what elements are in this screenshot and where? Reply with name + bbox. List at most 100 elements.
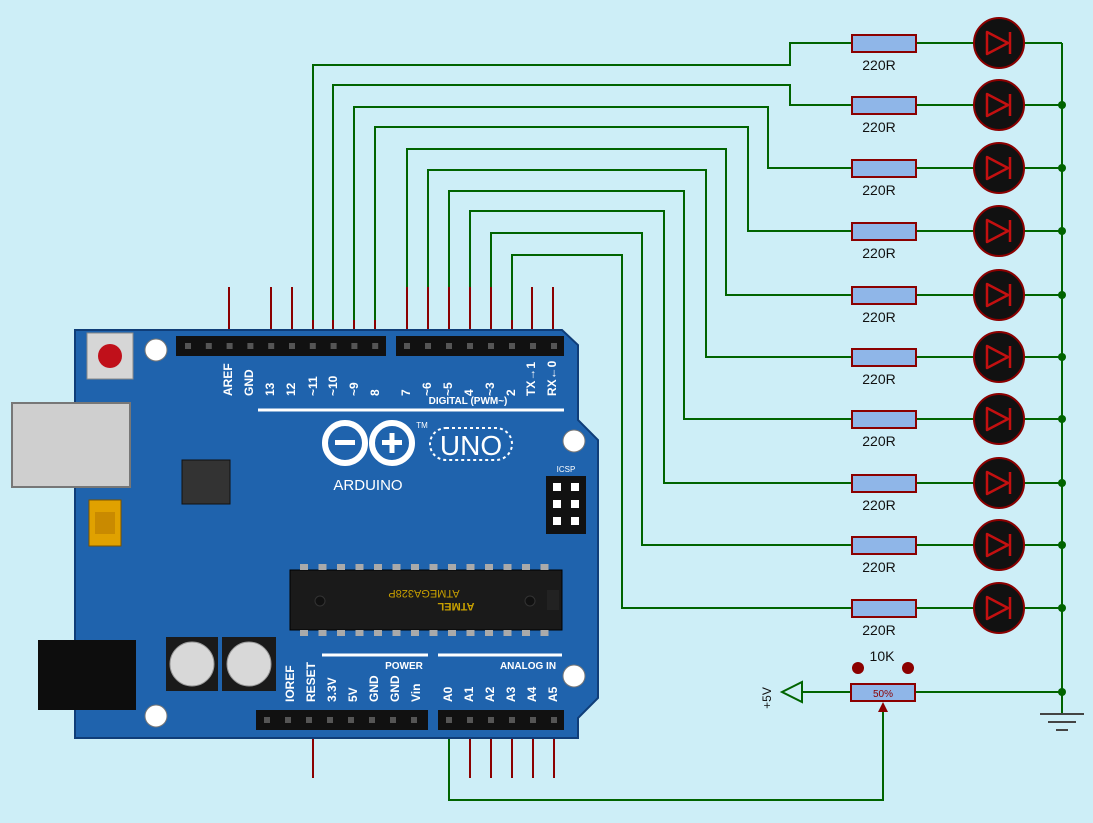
signal-wire xyxy=(353,106,852,336)
chip-leg xyxy=(374,630,382,636)
pin-label-power: 3.3V xyxy=(325,677,339,702)
header-hole xyxy=(289,343,295,349)
chip-leg xyxy=(448,564,456,570)
chip-notch xyxy=(547,590,559,610)
header-hole xyxy=(351,343,358,349)
icsp-pin xyxy=(553,517,561,525)
pin-label-top: ~6 xyxy=(420,382,434,396)
pin-label-power: GND xyxy=(367,675,381,702)
resistor-label: 220R xyxy=(862,559,895,575)
header-hole xyxy=(390,717,396,723)
chip-leg xyxy=(355,564,364,570)
signal-wire xyxy=(374,126,852,336)
icsp-pin xyxy=(553,483,561,491)
resistor xyxy=(851,34,917,53)
pin-label-analog: A4 xyxy=(525,686,539,702)
header-hole xyxy=(247,343,254,349)
diode-symbol xyxy=(985,595,1010,621)
chip-leg xyxy=(411,564,419,570)
resistor-label: 220R xyxy=(862,57,895,73)
header-strips xyxy=(176,336,564,730)
signal-wire xyxy=(448,190,852,420)
header-hole xyxy=(285,717,291,723)
chip-leg xyxy=(540,564,549,570)
wiper-wire xyxy=(448,712,884,801)
arduino-board: UNO TM ARDUINO ICSP ATMEGA328P ATMEL DIG… xyxy=(11,329,599,739)
pot-knob xyxy=(902,662,914,674)
digital-header-right xyxy=(396,336,564,356)
chip-leg xyxy=(503,564,512,570)
pin-label-top: 12 xyxy=(284,382,298,396)
arduino-brand: ARDUINO xyxy=(333,477,402,494)
header-hole xyxy=(309,343,316,349)
resistor-label: 220R xyxy=(862,309,895,325)
resistor-label: 220R xyxy=(862,182,895,198)
supply-arrow xyxy=(779,680,803,704)
header-hole xyxy=(551,343,557,349)
resistor xyxy=(851,222,917,241)
header-hole xyxy=(530,343,536,349)
header-hole xyxy=(306,717,312,723)
icsp-pin xyxy=(571,483,579,491)
reset-button-cap xyxy=(98,344,122,368)
header-hole xyxy=(551,717,557,723)
pin-label-top: 2 xyxy=(504,389,518,396)
pin-label-top: ~10 xyxy=(326,375,340,396)
pin-label-power: GND xyxy=(388,675,402,702)
uno-text: UNO xyxy=(440,430,502,461)
chip-leg xyxy=(392,630,401,636)
analog-label: ANALOG IN xyxy=(500,661,556,672)
chip-model-text: ATMEGA328P xyxy=(388,587,459,599)
header-hole xyxy=(509,343,515,349)
chip-leg xyxy=(466,564,475,570)
supply-terminal: +5V xyxy=(760,680,803,709)
chip-leg xyxy=(485,564,493,570)
potentiometer: 10K 50% xyxy=(850,648,916,712)
chip-legs xyxy=(300,564,549,636)
pin-label-top: 4 xyxy=(462,389,476,396)
pin-label-analog: A5 xyxy=(546,686,560,702)
icsp-pin xyxy=(571,517,579,525)
resistor xyxy=(851,536,917,555)
signal-wire xyxy=(427,169,852,358)
header-hole xyxy=(264,717,270,723)
supply-label: +5V xyxy=(760,687,774,709)
pins-layer xyxy=(228,287,555,778)
pot-wiper-arrow xyxy=(878,702,888,712)
chip-leg xyxy=(522,630,530,636)
chip-leg xyxy=(337,630,345,636)
pin-label-analog: A1 xyxy=(462,686,476,702)
chip-dot xyxy=(314,595,326,607)
pin-label-top: ~5 xyxy=(441,382,455,396)
header-hole xyxy=(404,343,410,349)
pin-label-top: ~11 xyxy=(306,376,320,396)
resistor xyxy=(851,599,917,618)
signal-wire xyxy=(406,148,852,336)
trademark-mark: TM xyxy=(416,421,428,430)
icsp-header xyxy=(546,476,586,534)
header-hole xyxy=(467,343,473,349)
power-label: POWER xyxy=(385,661,424,672)
icsp-pin xyxy=(571,500,579,508)
mounting-hole xyxy=(144,338,168,362)
signal-wire xyxy=(511,254,852,609)
header-hole xyxy=(446,343,452,349)
pin-label-power: RESET xyxy=(304,661,318,702)
digital-label: DIGITAL (PWM~) xyxy=(429,396,508,407)
chip-leg xyxy=(318,630,327,636)
crystal-inner xyxy=(95,512,115,534)
resistor-label: 220R xyxy=(862,245,895,261)
pin-label-top: TX→1 xyxy=(524,362,538,396)
icsp-pins xyxy=(553,483,579,525)
header-hole xyxy=(372,343,379,349)
chip-leg xyxy=(318,564,327,570)
chip-leg xyxy=(503,630,512,636)
pot-label: 10K xyxy=(870,648,896,664)
resistor xyxy=(851,286,917,305)
mounting-hole xyxy=(144,704,168,728)
analog-header xyxy=(438,710,564,730)
diode-symbol xyxy=(985,470,1010,496)
wires-layer xyxy=(312,42,1066,801)
